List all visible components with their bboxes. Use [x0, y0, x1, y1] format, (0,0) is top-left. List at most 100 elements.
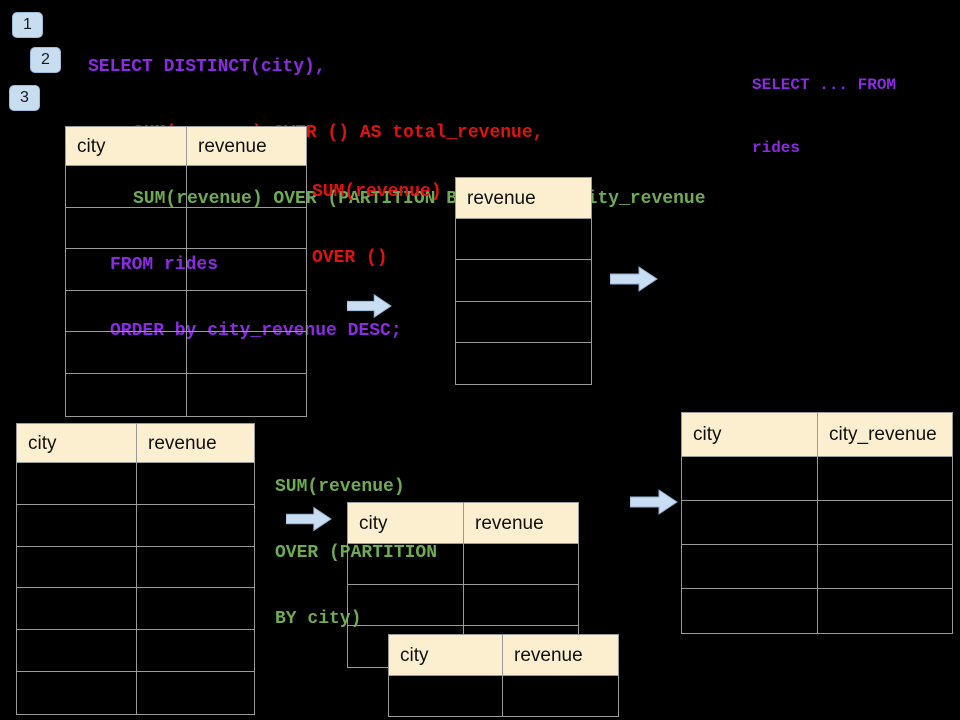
table-row: [348, 544, 578, 585]
empty-cell: [137, 630, 254, 671]
column-header: revenue: [503, 635, 618, 675]
empty-cell: [137, 672, 254, 714]
empty-cell: [682, 501, 818, 544]
sum-over-label: SUM(revenue) OVER (): [312, 137, 442, 291]
right-arrow-icon: [347, 293, 392, 319]
empty-cell: [66, 207, 187, 249]
empty-cell: [348, 544, 464, 584]
empty-cell: [682, 545, 818, 588]
empty-cell: [456, 343, 591, 384]
empty-cell: [464, 585, 578, 625]
table-row: [66, 332, 306, 374]
table-row: [682, 457, 952, 501]
step-badge-1: 1: [12, 12, 43, 38]
table-row: [682, 545, 952, 589]
right-arrow-icon: [630, 489, 678, 515]
empty-cell: [187, 332, 306, 373]
sql-line-from: FROM rides: [110, 255, 219, 275]
column-header: city: [66, 127, 187, 165]
empty-cell: [187, 166, 306, 207]
empty-cell: [187, 291, 306, 332]
table-row: [17, 671, 254, 714]
empty-cell: [464, 544, 578, 584]
table-row: [17, 588, 254, 631]
empty-cell: [137, 463, 254, 504]
table-row: [66, 249, 306, 291]
select-from-note-line1: SELECT ... FROM: [752, 76, 897, 94]
column-header: revenue: [137, 424, 254, 462]
empty-cell: [503, 676, 618, 716]
empty-cell: [187, 249, 306, 290]
sum-over-label-line1: SUM(revenue): [312, 182, 442, 202]
empty-cell: [17, 546, 137, 588]
table-row: [682, 589, 952, 633]
total-revenue-result-table: revenue: [455, 177, 592, 386]
empty-cell: [456, 260, 591, 300]
empty-cell: [17, 671, 137, 714]
table-row: [389, 676, 618, 716]
table-row: [17, 630, 254, 672]
column-header: city_revenue: [818, 413, 952, 456]
sql-line-select: SELECT DISTINCT(city),: [88, 57, 326, 77]
sum-over-label-line2: OVER (): [312, 248, 388, 268]
empty-cell: [66, 332, 187, 373]
empty-cell: [17, 463, 137, 504]
empty-cell: [456, 219, 591, 259]
empty-cell: [682, 589, 818, 633]
column-header: city: [389, 635, 503, 675]
table-header-row: revenue: [456, 178, 591, 219]
column-header: revenue: [464, 503, 578, 543]
table-row: [66, 290, 306, 333]
table-row: [66, 373, 306, 416]
empty-cell: [17, 630, 137, 671]
table-row: [17, 546, 254, 589]
table-row: [456, 343, 591, 384]
step-badge-3: 3: [9, 85, 40, 111]
empty-cell: [682, 457, 818, 500]
table-row: [456, 302, 591, 343]
empty-cell: [818, 545, 952, 588]
table-row: [17, 463, 254, 505]
empty-cell: [187, 374, 306, 416]
table-row: [66, 207, 306, 250]
empty-cell: [137, 505, 254, 546]
column-header: revenue: [456, 178, 591, 218]
select-from-note: SELECT ... FROM rides: [752, 33, 896, 180]
empty-cell: [66, 290, 187, 332]
sum-partition-label-line2: OVER (PARTITION: [275, 543, 438, 563]
empty-cell: [348, 585, 464, 625]
table-row: [456, 219, 591, 261]
empty-cell: [187, 208, 306, 249]
select-from-note-line2: rides: [752, 139, 801, 157]
table-row: [682, 501, 952, 545]
table-row: [456, 260, 591, 302]
step-badge-2: 2: [30, 47, 61, 73]
empty-cell: [66, 249, 187, 290]
column-header: city: [17, 424, 137, 462]
sum-partition-label-line1: SUM(revenue): [275, 477, 405, 497]
empty-cell: [137, 547, 254, 588]
sql-line-order-by: ORDER by city_revenue DESC;: [110, 321, 402, 341]
empty-cell: [389, 676, 503, 716]
column-header: revenue: [187, 127, 306, 165]
empty-cell: [818, 501, 952, 544]
table-row: [348, 585, 578, 626]
empty-cell: [66, 166, 187, 207]
table-row: [17, 504, 254, 547]
empty-cell: [17, 504, 137, 546]
right-arrow-icon: [286, 506, 332, 532]
empty-cell: [456, 302, 591, 342]
right-arrow-icon: [610, 266, 658, 292]
table-row: [66, 166, 306, 208]
empty-cell: [66, 373, 187, 416]
empty-cell: [17, 588, 137, 630]
